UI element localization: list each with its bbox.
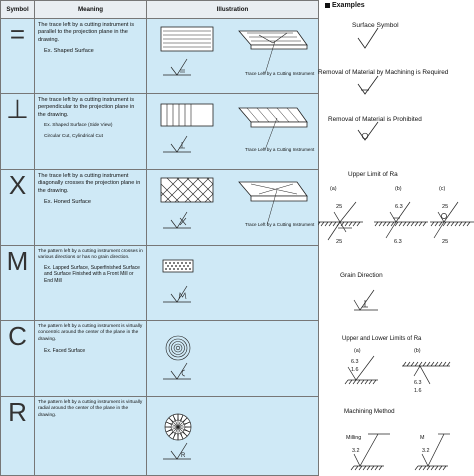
milling-label: Milling: [346, 435, 361, 441]
ra-a-top: 25: [336, 204, 342, 210]
table-row: C The pattern left by a cutting instrume…: [0, 320, 319, 397]
table-header-row: Symbol Meaning Illustration: [0, 0, 319, 19]
example-text: Ex. Shaped Surface (Side View): [44, 123, 113, 129]
lay-symbol-perpendicular: ⊥: [0, 93, 35, 170]
header-meaning: Meaning: [34, 0, 147, 19]
example-text: Circular Cut, Cylindrical Cut: [44, 133, 103, 139]
svg-text:R: R: [181, 453, 186, 459]
mm-a-value: 3.2: [352, 448, 360, 454]
illustration-cell: Trace Left by a Cutting Instrument: [146, 18, 319, 94]
radial-lay-illustration: R: [163, 413, 192, 460]
lay-symbol-parallel: =: [0, 18, 35, 94]
meaning-text: The trace left by a cutting instrument i…: [38, 97, 135, 118]
illustration-cell: R: [146, 396, 319, 476]
header-illustration: Illustration: [146, 0, 319, 19]
lay-symbol-circular: C: [0, 320, 35, 397]
ul-a-lower: 1.6: [351, 367, 359, 373]
table-row: ⊥ The trace left by a cutting instrument…: [0, 93, 319, 170]
label-a2: (a): [354, 348, 361, 354]
ul-b-upper: 6.3: [414, 380, 422, 386]
lay-symbol-multidirectional: M: [0, 245, 35, 321]
surface-lay-table: Symbol Meaning Illustration = The trace …: [0, 0, 319, 476]
circular-lay-illustration: [163, 335, 191, 380]
examples-title: Examples: [332, 2, 365, 9]
illustration-cell: Trace Left by a Cutting Instrument: [146, 169, 319, 246]
illustration-cell: [146, 320, 319, 397]
lay-symbol-radial: R: [0, 396, 35, 476]
meaning-cell: The pattern left by a cutting instrument…: [34, 396, 147, 476]
radial-petal: [183, 421, 192, 428]
label-c: (c): [439, 186, 445, 192]
surface-symbol-caption: Surface Symbol: [352, 22, 399, 29]
multidirectional-lay-illustration: [162, 259, 194, 303]
ra-c-top: 25: [442, 204, 448, 210]
lay-symbol-crossed: X: [0, 169, 35, 246]
mm-b-bottom: 3.2: [422, 448, 430, 454]
examples-heading: Examples: [325, 2, 365, 9]
removal-prohibited-caption: Removal of Material is Prohibited: [328, 116, 422, 123]
ra-a-bottom: 25: [336, 239, 342, 245]
example-text: Ex. Lapped Surface, Superfinished Surfac…: [44, 264, 140, 284]
meaning-cell: The pattern left by a cutting instrument…: [34, 245, 147, 321]
grain-direction-caption: Grain Direction: [340, 272, 383, 279]
label-b: (b): [395, 186, 402, 192]
examples-diagrams: Surface Symbol Removal of Material by Ma…: [318, 22, 474, 471]
meaning-text: The pattern left by a cutting instrument…: [38, 400, 143, 418]
ra-b-top: 6.3: [395, 204, 403, 210]
callout-text: Trace Left by a Cutting Instrument: [245, 147, 315, 152]
header-symbol: Symbol: [0, 0, 35, 19]
ra-b-bottom: 6.3: [394, 239, 402, 245]
table-row: M The pattern left by a cutting instrume…: [0, 245, 319, 321]
label-a: (a): [330, 186, 337, 192]
meaning-text: The trace left by a cutting instrument i…: [38, 22, 135, 43]
parallel-lay-illustration: [160, 26, 308, 76]
upper-lower-caption: Upper and Lower Limits of Ra: [342, 336, 422, 342]
callout-text: Trace Left by a Cutting Instrument: [245, 71, 315, 76]
meaning-cell: The trace left by a cutting instrument i…: [34, 18, 147, 94]
meaning-cell: The pattern left by a cutting instrument…: [34, 320, 147, 397]
illustration-cell: Trace Left by a Cutting Instrument: [146, 93, 319, 170]
ul-a-upper: 6.3: [351, 359, 359, 365]
crossed-lay-illustration: [160, 177, 308, 229]
meaning-text: The trace left by a cutting instrument d…: [38, 173, 141, 194]
heading-square-icon: [325, 2, 330, 8]
upper-limit-caption: Upper Limit of Ra: [348, 171, 398, 178]
meaning-cell: The trace left by a cutting instrument i…: [34, 93, 147, 170]
table-row: R The pattern left by a cutting instrume…: [0, 396, 319, 476]
meaning-text: The pattern left by a cutting instrument…: [38, 249, 143, 261]
meaning-cell: The trace left by a cutting instrument d…: [34, 169, 147, 246]
example-text: Ex. Faced Surface: [44, 348, 86, 355]
example-text: Ex. Shaped Surface: [44, 48, 94, 55]
illustration-cell: [146, 245, 319, 321]
removal-required-caption: Removal of Material by Machining is Requ…: [318, 69, 449, 76]
perpendicular-lay-illustration: [160, 103, 308, 153]
callout-text: Trace Left by a Cutting Instrument: [245, 222, 315, 227]
label-b2: (b): [414, 348, 421, 354]
machining-caption: Machining Method: [344, 408, 395, 415]
mm-b-top: M: [420, 435, 425, 441]
ra-c-bottom: 25: [442, 239, 448, 245]
table-row: = The trace left by a cutting instrument…: [0, 18, 319, 94]
meaning-text: The pattern left by a cutting instrument…: [38, 324, 143, 342]
example-text: Ex. Honed Surface: [44, 199, 91, 206]
table-row: X The trace left by a cutting instrument…: [0, 169, 319, 246]
ul-b-lower: 1.6: [414, 388, 422, 394]
